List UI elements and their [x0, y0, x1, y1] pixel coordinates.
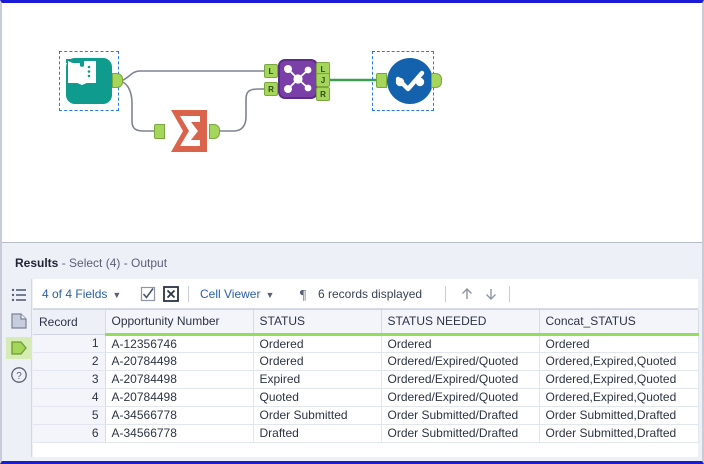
arrow-up-icon[interactable]: [459, 286, 475, 302]
cell-record: 4: [33, 388, 106, 407]
summarize-tool[interactable]: [167, 108, 213, 154]
cell-concat-status: Order Submitted,Drafted: [539, 406, 699, 425]
table-row[interactable]: 2 A-20784498 Ordered Ordered/Expired/Quo…: [33, 352, 699, 371]
table-row[interactable]: 4 A-20784498 Quoted Ordered/Expired/Quot…: [33, 388, 699, 407]
connection-lines: [117, 70, 378, 132]
cell-status: Order Submitted: [253, 406, 382, 425]
cell-concat-status: Ordered,Expired,Quoted: [539, 352, 699, 371]
cell-status: Expired: [253, 370, 382, 389]
cell-opportunity: A-20784498: [105, 388, 254, 407]
cell-status-needed: Ordered: [381, 334, 540, 353]
book-icon: [66, 59, 96, 85]
browse-output-port[interactable]: [431, 73, 442, 88]
chevron-down-icon: ▼: [112, 290, 122, 300]
toolbar-divider-1: [188, 286, 189, 302]
join-input-port-left[interactable]: L: [264, 64, 278, 78]
join-tool[interactable]: [278, 59, 318, 99]
results-side-rail: ?: [6, 279, 32, 457]
cell-record: 2: [33, 352, 106, 371]
cell-status: Ordered: [253, 334, 382, 353]
cell-status-needed: Ordered/Expired/Quoted: [381, 370, 540, 389]
grid-bottom-filler: [33, 457, 698, 461]
view-mode-button[interactable]: Cell Viewer ▼: [200, 279, 274, 310]
table-row[interactable]: 6 A-34566778 Drafted Order Submitted/Dra…: [33, 424, 699, 443]
cell-record: 5: [33, 406, 106, 425]
join-output-port-join[interactable]: J: [316, 73, 330, 87]
join-input-port-right[interactable]: R: [264, 82, 278, 96]
svg-text:¶: ¶: [300, 288, 307, 302]
summarize-output-port[interactable]: [209, 124, 220, 139]
results-title-bar: Results - Select (4) - Output: [6, 251, 698, 275]
results-title-label: Results: [15, 256, 59, 270]
cell-status-needed: Ordered/Expired/Quoted: [381, 352, 540, 371]
page-icon[interactable]: [9, 311, 29, 331]
cell-record: 3: [33, 370, 106, 389]
field-selector-button[interactable]: 4 of 4 Fields ▼: [42, 279, 121, 310]
checkbox-x-icon[interactable]: [163, 286, 179, 302]
pilcrow-icon[interactable]: ¶: [295, 286, 311, 303]
cell-opportunity: A-34566778: [105, 406, 254, 425]
svg-text:?: ?: [16, 371, 22, 382]
cell-status: Drafted: [253, 424, 382, 443]
column-header-concat-status[interactable]: Concat_STATUS: [539, 310, 699, 336]
browse-input-port[interactable]: [376, 73, 387, 88]
cell-opportunity: A-20784498: [105, 370, 254, 389]
browse-tool[interactable]: [387, 58, 433, 104]
results-toolbar: 4 of 4 Fields ▼ Cell Viewer ▼: [33, 279, 698, 309]
cell-status-needed: Order Submitted/Drafted: [381, 406, 540, 425]
cell-status: Ordered: [253, 352, 382, 371]
results-title-subtitle: - Select (4) - Output: [58, 256, 168, 270]
list-icon[interactable]: [9, 285, 29, 305]
workflow-canvas[interactable]: L R L J R: [2, 3, 702, 243]
cell-concat-status: Ordered: [539, 334, 699, 353]
cell-status: Quoted: [253, 388, 382, 407]
cell-opportunity: A-20784498: [105, 352, 254, 371]
toolbar-divider-2: [445, 286, 446, 302]
column-header-status-needed[interactable]: STATUS NEEDED: [381, 310, 540, 336]
cell-opportunity: A-34566778: [105, 424, 254, 443]
table-row[interactable]: 5 A-34566778 Order Submitted Order Submi…: [33, 406, 699, 425]
column-header-status[interactable]: STATUS: [253, 310, 382, 336]
cell-status-needed: Ordered/Expired/Quoted: [381, 388, 540, 407]
output-arrow-icon[interactable]: [9, 338, 29, 358]
table-header-row: Record Opportunity Number STATUS STATUS …: [33, 310, 699, 336]
field-selector-label: 4 of 4 Fields: [42, 287, 108, 301]
cell-concat-status: Ordered,Expired,Quoted: [539, 388, 699, 407]
help-icon[interactable]: ?: [9, 365, 29, 385]
join-output-port-right[interactable]: R: [316, 87, 330, 101]
join-icon: [284, 65, 312, 93]
browse-icon: [395, 70, 425, 92]
sigma-icon: [171, 110, 207, 152]
text-input-output-port[interactable]: [112, 73, 123, 88]
arrow-down-icon[interactable]: [483, 286, 499, 302]
text-input-tool[interactable]: [66, 58, 112, 104]
results-table: Record Opportunity Number STATUS STATUS …: [33, 310, 699, 443]
cell-record: 1: [33, 334, 106, 353]
results-data-grid[interactable]: Record Opportunity Number STATUS STATUS …: [33, 309, 699, 457]
record-count-label: 6 records displayed: [318, 287, 423, 301]
toolbar-divider-3: [509, 286, 510, 302]
column-header-record[interactable]: Record: [33, 310, 106, 335]
column-header-opportunity-number[interactable]: Opportunity Number: [105, 310, 254, 336]
cell-status-needed: Order Submitted/Drafted: [381, 424, 540, 443]
results-panel: Results - Select (4) - Output: [2, 243, 702, 461]
cell-opportunity: A-12356746: [105, 334, 254, 353]
cell-record: 6: [33, 424, 106, 443]
cell-concat-status: Ordered,Expired,Quoted: [539, 370, 699, 389]
table-row[interactable]: 1 A-12356746 Ordered Ordered Ordered: [33, 334, 699, 353]
cell-concat-status: Order Submitted,Drafted: [539, 424, 699, 443]
summarize-input-port[interactable]: [154, 124, 165, 139]
chevron-down-icon-2: ▼: [265, 290, 275, 300]
checkbox-checked-icon[interactable]: [140, 286, 156, 302]
view-mode-label: Cell Viewer: [200, 287, 261, 301]
table-row[interactable]: 3 A-20784498 Expired Ordered/Expired/Quo…: [33, 370, 699, 389]
table-body: 1 A-12356746 Ordered Ordered Ordered 2 A…: [33, 334, 699, 443]
